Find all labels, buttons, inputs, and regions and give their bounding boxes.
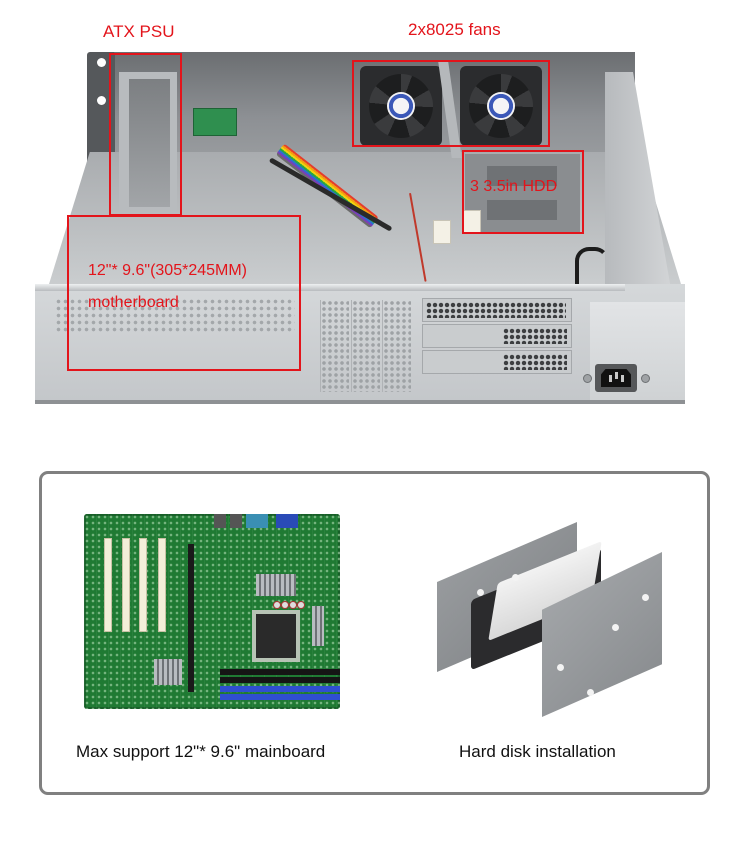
psu-bracket	[119, 72, 177, 214]
hdd-cage-photo	[427, 504, 667, 719]
molex-connector	[433, 220, 451, 244]
cpu-socket	[252, 610, 300, 662]
dimm-slot	[220, 669, 340, 675]
fans-callout-box	[352, 60, 550, 147]
fan-hub-sticker	[487, 92, 515, 120]
chassis-right-wall	[605, 72, 675, 312]
hdd-mount-plate	[465, 154, 580, 234]
usb-port	[214, 514, 226, 528]
fan-hub-sticker	[387, 92, 415, 120]
power-inlet-icon	[595, 364, 637, 392]
slot-bracket	[382, 300, 411, 392]
front-panel-lip	[35, 284, 625, 291]
atx-psu-label: ATX PSU	[103, 22, 175, 41]
motherboard-caption: Max support 12"* 9.6" mainboard	[76, 742, 326, 761]
usb-port	[230, 514, 242, 528]
fan-2	[460, 66, 542, 146]
vga-port	[276, 514, 298, 528]
hdd-callout-box	[462, 150, 584, 234]
psu-callout-box	[109, 53, 182, 216]
pci-slot	[122, 538, 130, 632]
chipset-heatsink	[154, 659, 182, 685]
motherboard-callout-box	[67, 215, 301, 371]
screw-icon	[583, 374, 592, 383]
pcie-slot	[188, 544, 194, 692]
front-io-board	[193, 108, 237, 136]
serial-port	[246, 514, 268, 528]
vrm-heatsink	[256, 574, 296, 596]
screw-icon	[641, 374, 650, 383]
feature-panel: Max support 12"* 9.6" mainboard Hard dis…	[39, 471, 710, 795]
vent-perforation	[55, 298, 295, 334]
expansion-plate	[422, 350, 572, 374]
pci-slot	[104, 538, 112, 632]
vrm-heatsink	[312, 606, 324, 646]
dimm-slot	[220, 686, 340, 692]
hdd-label: 3 3.5in HDD	[470, 178, 558, 195]
fans-label: 2x8025 fans	[408, 20, 501, 39]
slot-bracket	[351, 300, 380, 392]
expansion-plate	[422, 298, 572, 322]
pci-slot	[158, 538, 166, 632]
dimm-slot	[220, 694, 340, 700]
motherboard-size-label: 12"* 9.6"(305*245MM)	[88, 262, 247, 279]
motherboard-photo	[84, 514, 340, 709]
dimm-slot	[220, 677, 340, 683]
pci-slot	[139, 538, 147, 632]
expansion-plate	[422, 324, 572, 348]
fan-1	[360, 66, 442, 146]
slot-bracket	[320, 300, 349, 392]
chassis-diagram: ATX PSU 2x8025 fans	[0, 0, 750, 430]
motherboard-label: motherboard	[88, 294, 179, 311]
hdd-caption: Hard disk installation	[459, 742, 616, 761]
